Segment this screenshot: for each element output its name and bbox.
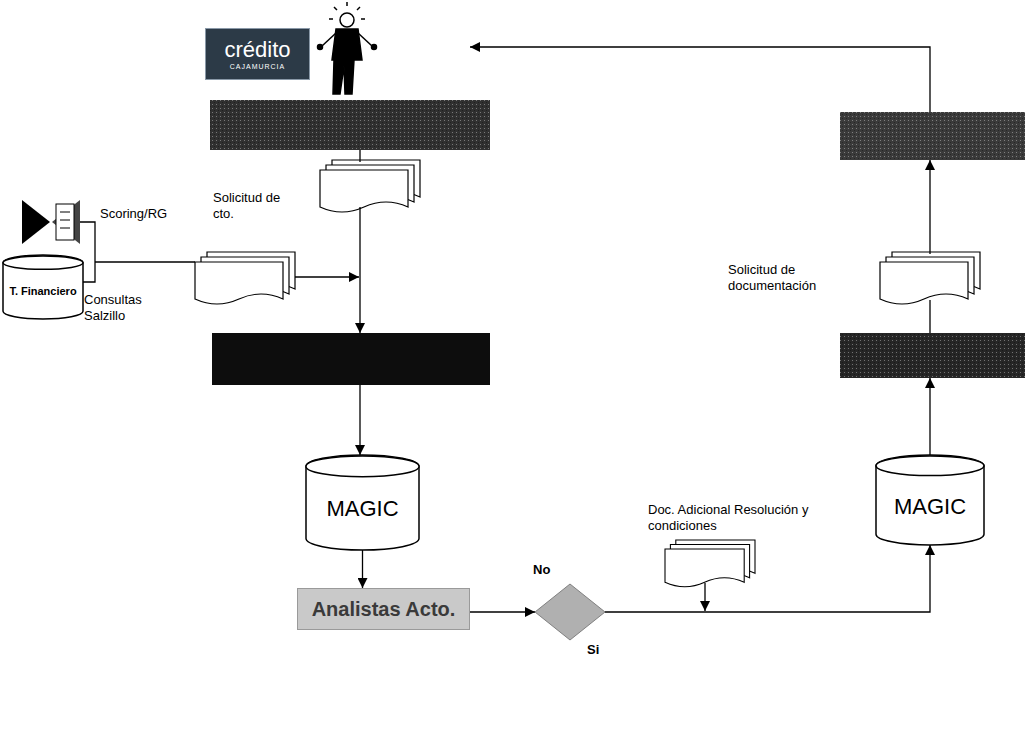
return-arrow bbox=[470, 47, 930, 112]
node-label: MAGIC bbox=[326, 496, 398, 521]
flow-arrow bbox=[359, 385, 360, 455]
flow-line bbox=[95, 261, 195, 262]
document-label: Solicitud de cto. bbox=[213, 190, 303, 222]
cylinder-top bbox=[306, 456, 419, 477]
source-label: Consultas Salzillo bbox=[84, 292, 159, 324]
cylinder-body bbox=[876, 455, 984, 545]
process-box bbox=[212, 333, 490, 385]
flow-line bbox=[359, 150, 360, 162]
node-label: T. Financiero bbox=[9, 285, 76, 298]
person-figure bbox=[318, 2, 377, 94]
process-box bbox=[840, 112, 1025, 160]
box-texture bbox=[840, 333, 1025, 378]
database-cylinder: T. Financiero bbox=[2, 255, 84, 319]
database-cylinder: MAGIC bbox=[305, 455, 420, 550]
logo-box: créditoCAJAMURCIA bbox=[205, 28, 310, 80]
document-label: Doc. Adicional Resolución y condiciones bbox=[648, 502, 828, 534]
document-label: Solicitud de documentación bbox=[728, 262, 868, 294]
scoring-icon bbox=[22, 200, 80, 244]
database-cylinder: MAGIC bbox=[875, 455, 985, 545]
flow-arrow bbox=[704, 583, 705, 611]
process-box: Analistas Acto. bbox=[297, 588, 470, 630]
box-texture bbox=[840, 112, 1025, 160]
flow-line bbox=[929, 300, 930, 333]
branch-label: Si bbox=[587, 642, 599, 657]
node-label: MAGIC bbox=[894, 494, 966, 519]
node-label: crédito bbox=[224, 38, 290, 62]
diamond-outline bbox=[535, 584, 605, 640]
cylinder-top bbox=[876, 456, 984, 476]
decision-diamond: NoSi bbox=[535, 584, 605, 640]
flow-connector bbox=[362, 550, 363, 588]
flow-arrow bbox=[359, 207, 360, 333]
flow-connector bbox=[470, 611, 535, 612]
document-stack bbox=[320, 160, 420, 212]
flow-arrow bbox=[929, 378, 930, 455]
node-label: CAJAMURCIA bbox=[230, 62, 286, 71]
document-stack bbox=[195, 252, 295, 304]
cylinder-body bbox=[3, 255, 83, 319]
process-box bbox=[840, 333, 1025, 378]
flow-connector bbox=[605, 545, 930, 612]
cylinder-top bbox=[3, 256, 83, 269]
node-label: Analistas Acto. bbox=[312, 598, 456, 621]
flow-arrow bbox=[929, 160, 930, 254]
branch-label: No bbox=[533, 562, 550, 577]
box-texture bbox=[210, 100, 490, 150]
process-box bbox=[210, 100, 490, 150]
document-stack bbox=[665, 540, 755, 587]
document-stack bbox=[880, 252, 980, 304]
source-label: Scoring/RG bbox=[100, 206, 190, 222]
diamond-shape bbox=[535, 584, 605, 640]
cylinder-body bbox=[306, 455, 419, 550]
flow-arrow bbox=[295, 276, 359, 277]
